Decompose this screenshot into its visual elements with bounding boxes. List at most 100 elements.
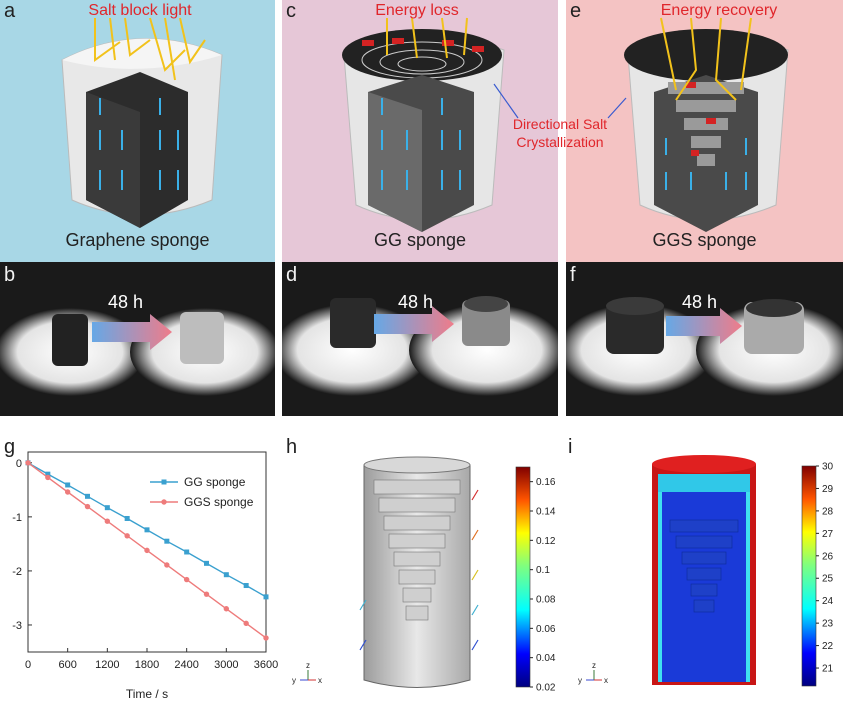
data-point (243, 620, 249, 627)
data-point (204, 560, 209, 566)
triad-x-label: x (318, 676, 322, 685)
data-point (84, 503, 91, 510)
photo-f-illustration (566, 297, 843, 396)
panel-h-field: 0.16 0.14 0.12 0.1 0.08 0.06 0.04 0.02 z y x (292, 456, 556, 694)
data-point (104, 518, 111, 524)
colorbar-tick-label: 26 (822, 551, 834, 562)
colorbar-tick-label: 27 (822, 529, 834, 540)
gg-sponge-schematic (342, 17, 519, 232)
annotation-line2: Crystallization (516, 134, 604, 150)
legend-marker (161, 499, 167, 505)
panel-i-field: 30 29 28 27 26 25 24 23 22 21 z y x (578, 455, 834, 687)
data-point (223, 606, 230, 612)
triad-x-label: x (604, 676, 608, 685)
colorbar-tick-label: 24 (822, 596, 834, 607)
x-tick-label: 0 (25, 659, 31, 671)
annotation-directional-salt: Directional Salt Crystallization (500, 115, 620, 151)
colorbar-tick-label: 0.16 (536, 477, 556, 488)
legend-label: GGS sponge (184, 495, 254, 509)
x-tick-label: 1800 (135, 659, 159, 671)
panel-letter-c: c (286, 0, 296, 22)
panel-a-title: Salt block light (88, 2, 192, 19)
colorbar-tick-label: 28 (822, 506, 834, 517)
colorbar-tick-label: 0.06 (536, 624, 556, 635)
annotation-line1: Directional Salt (512, 116, 608, 132)
panel-letter-g: g (4, 436, 16, 458)
panel-b-photo: b 48 h (0, 262, 275, 416)
panel-letter-f: f (570, 264, 576, 286)
panel-letter-b: b (4, 264, 16, 286)
panel-f-time: 48 h (682, 292, 718, 312)
panel-letter-i: i (568, 436, 573, 458)
data-point (243, 583, 249, 589)
panel-b-time: 48 h (108, 292, 144, 312)
panel-d-photo: d 48 h (282, 262, 558, 416)
panel-letter-a: a (4, 0, 16, 22)
x-tick-label: 3000 (214, 659, 238, 671)
data-point (263, 635, 269, 641)
colorbar-tick-label: 25 (822, 574, 834, 585)
panel-a-caption: Graphene sponge (65, 230, 210, 250)
data-point (203, 591, 210, 597)
y-tick-label: -3 (12, 620, 22, 632)
legend-label: GG sponge (184, 475, 246, 489)
x-tick-label: 3600 (254, 659, 278, 671)
photo-b-illustration (0, 308, 275, 396)
triad-y-label: y (292, 676, 296, 685)
panel-e-caption: GGS sponge (652, 230, 757, 250)
data-point (164, 538, 170, 544)
panel-letter-e: e (570, 0, 582, 22)
data-point (45, 474, 51, 481)
data-point (223, 572, 229, 578)
colorbar-tick-label: 21 (822, 664, 834, 675)
data-point (263, 594, 269, 600)
panel-letter-h: h (286, 436, 298, 458)
panel-c-caption: GG sponge (373, 230, 467, 250)
colorbar-tick-label: 0.12 (536, 536, 556, 547)
y-tick-label: 0 (16, 458, 22, 470)
graphene-sponge-schematic (61, 17, 223, 228)
panel-letter-d: d (286, 264, 298, 286)
data-point (183, 576, 190, 583)
data-point (45, 471, 51, 477)
colorbar-tick-label: 22 (822, 641, 834, 652)
panel-e: e Energy recovery GGS sponge (566, 0, 843, 262)
panel-c-title: Energy loss (375, 2, 459, 19)
panel-c: c Energy loss GG sponge (282, 0, 558, 262)
data-point (164, 562, 170, 568)
x-axis-label: Time / s (126, 687, 168, 701)
colorbar-tick-label: 0.08 (536, 595, 556, 606)
data-point (144, 527, 150, 533)
annotation-arrow-e (607, 97, 627, 119)
data-point (85, 493, 90, 499)
annotation-arrow-c (493, 83, 519, 119)
data-point (184, 549, 190, 555)
photo-d-illustration (282, 296, 558, 396)
data-point (65, 482, 71, 488)
colorbar-tick-label: 23 (822, 619, 834, 630)
y-tick-label: -2 (12, 566, 22, 578)
data-point (25, 460, 31, 466)
panel-a: a Salt block light Graphene sponge (0, 0, 275, 262)
ggs-sponge-schematic (607, 17, 789, 232)
colorbar-tick-label: 0.02 (536, 683, 556, 694)
triad-z-label: z (592, 661, 596, 670)
data-point (104, 505, 110, 511)
data-point (144, 547, 150, 554)
colorbar-tick-label: 30 (822, 462, 834, 473)
triad-z-label: z (306, 661, 310, 670)
y-tick-label: -1 (12, 512, 22, 524)
colorbar-tick-label: 0.04 (536, 653, 556, 664)
panel-e-title: Energy recovery (660, 2, 778, 19)
data-point (124, 533, 130, 539)
legend-marker (161, 479, 167, 485)
colorbar-tick-label: 0.14 (536, 507, 556, 518)
x-tick-label: 2400 (174, 659, 198, 671)
panel-f-photo: f 48 h (566, 262, 843, 416)
data-point (124, 515, 130, 521)
colorbar-tick-label: 29 (822, 484, 834, 495)
triad-y-label: y (578, 676, 582, 685)
colorbar-tick-label: 0.1 (536, 565, 550, 576)
x-tick-label: 600 (58, 659, 76, 671)
